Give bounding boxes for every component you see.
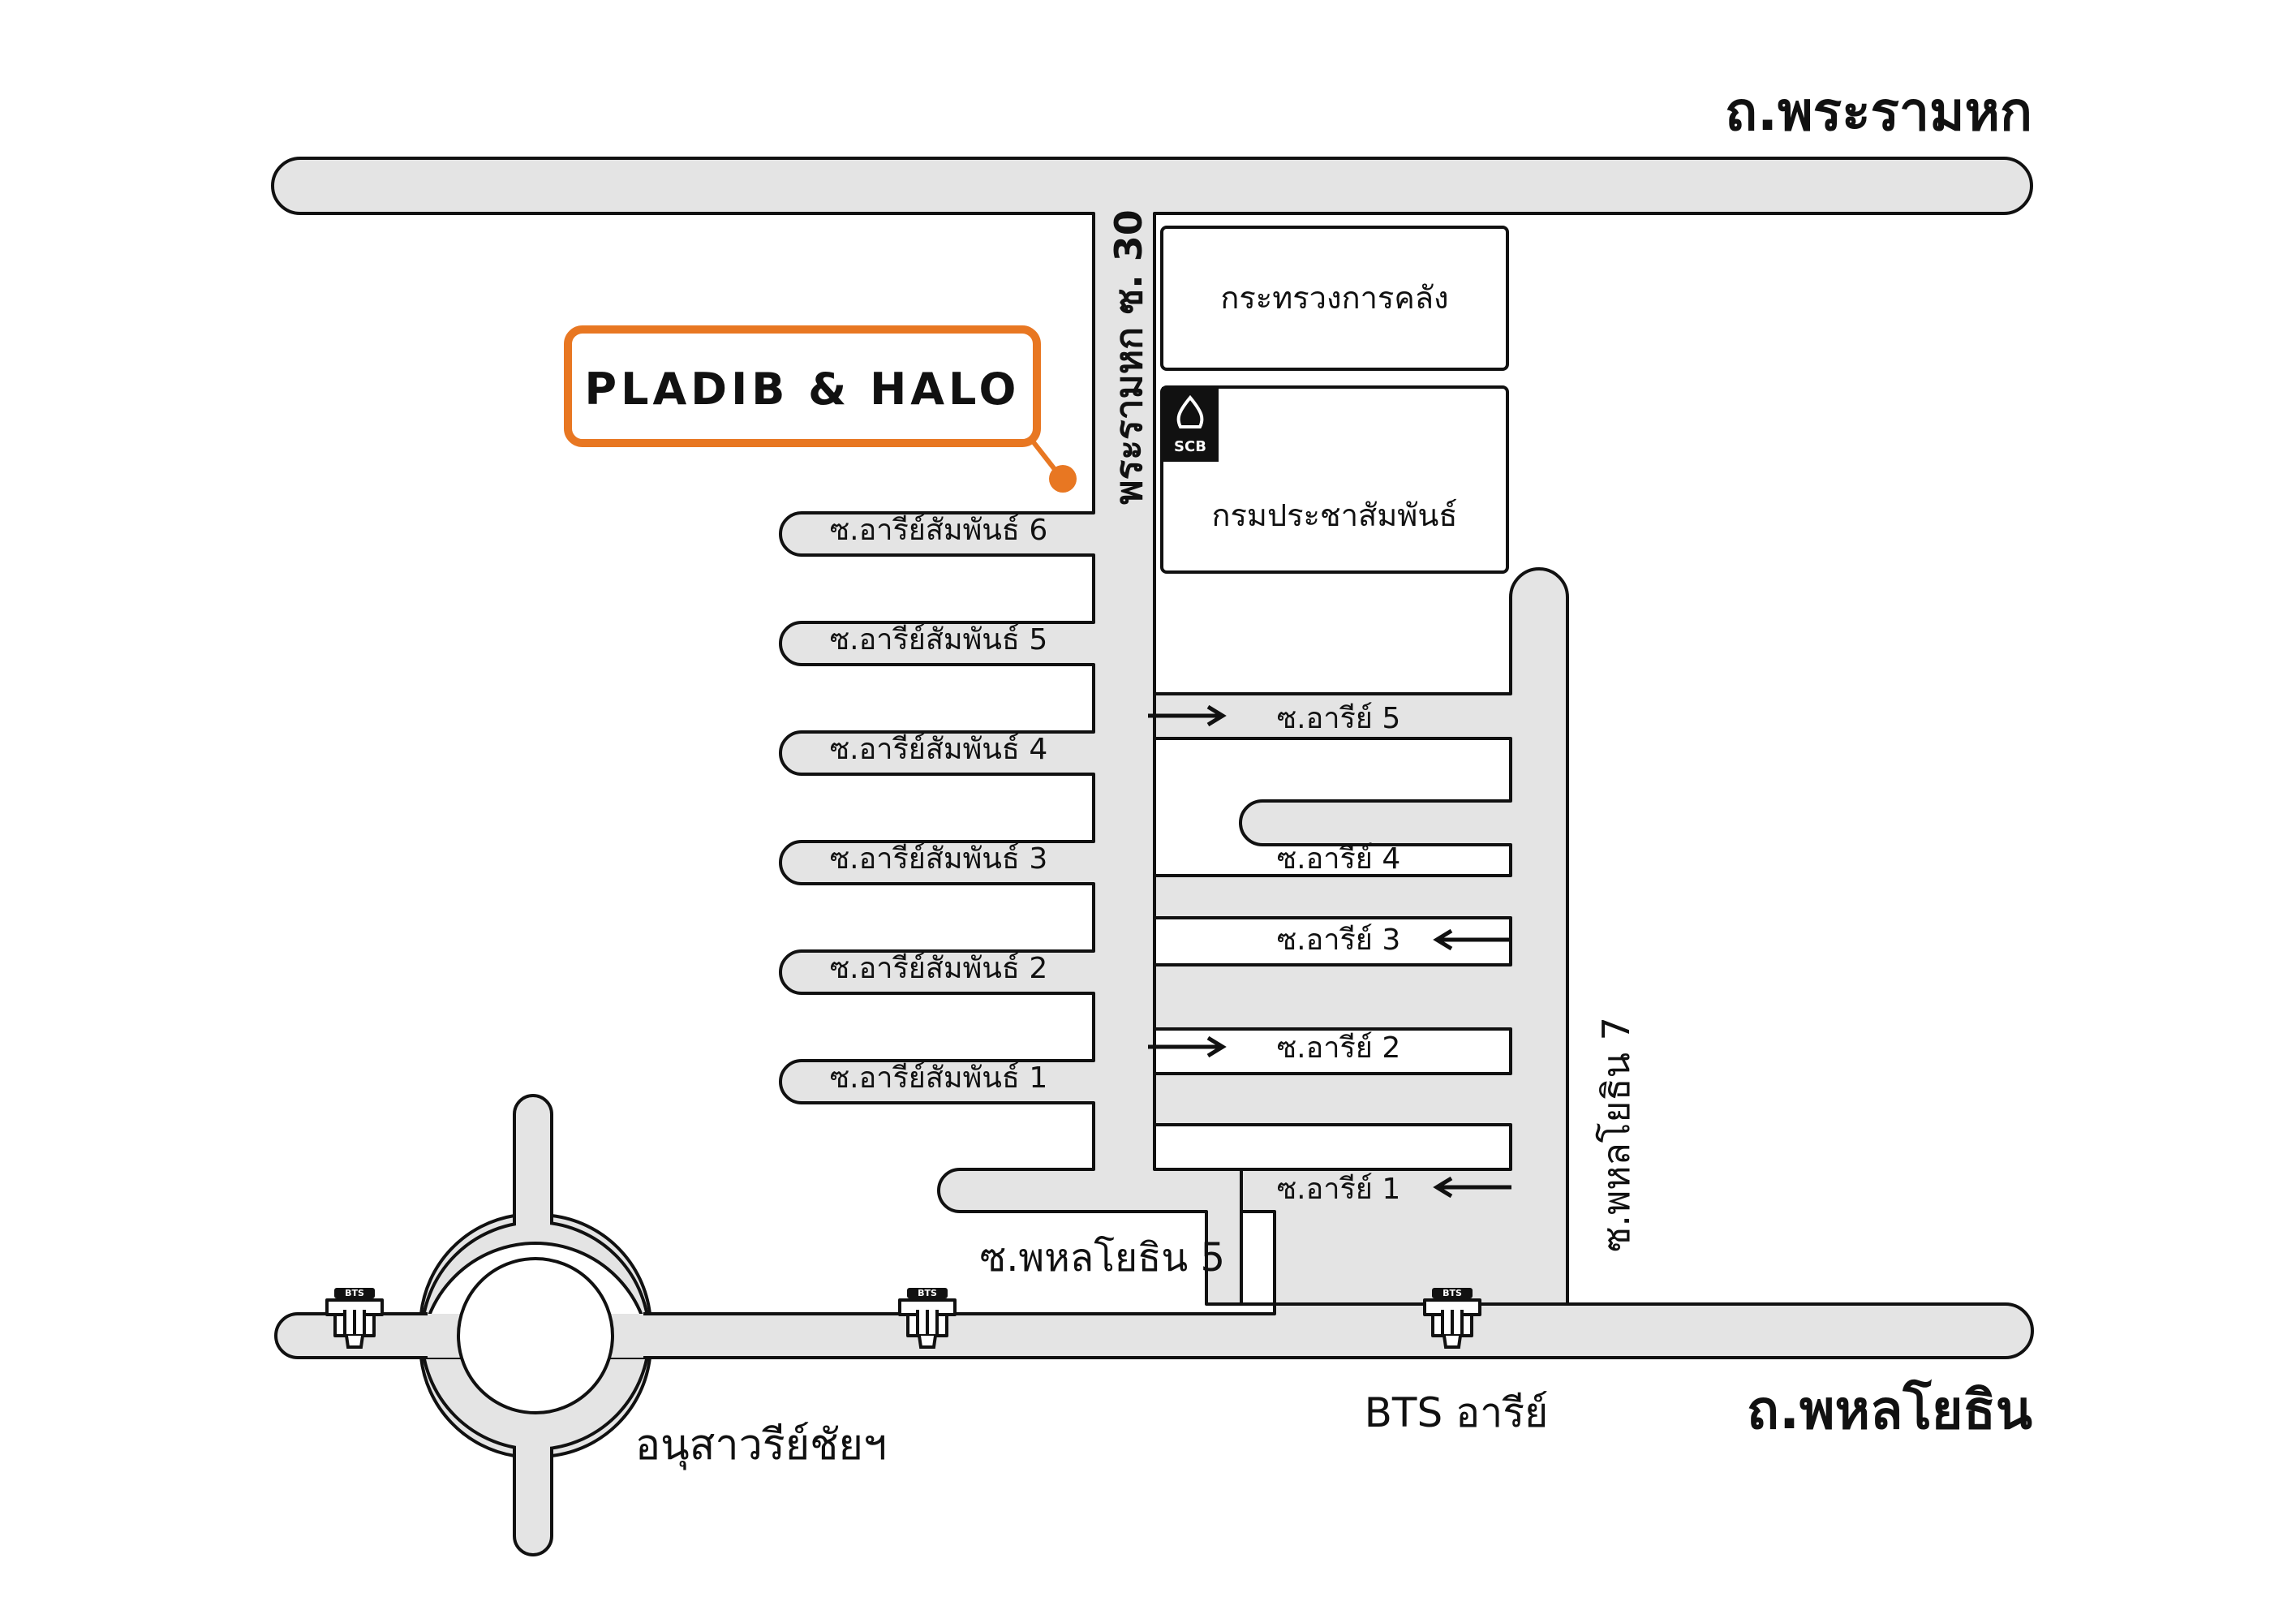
road-label-ari-samphan-5: ซ.อารีย์สัมพันธ์ 5	[830, 623, 1048, 657]
road-label-phraram-hok: ถ.พระรามหก	[1725, 80, 2032, 143]
road-label-ari-4: ซ.อารีย์ 4	[1277, 842, 1401, 876]
ministry-of-finance-building	[1160, 226, 1509, 371]
roundabout-island	[457, 1257, 614, 1414]
label-bts-ari: BTS อารีย์	[1365, 1389, 1549, 1436]
label-ministry-of-finance: กระทรวงการคลัง	[1220, 280, 1448, 316]
road-label-ari-3: ซ.อารีย์ 3	[1277, 923, 1401, 957]
road-label-phraram-hok-soi-30: พระรามหก ซ. 30	[1107, 209, 1150, 505]
road-label-ari-1: ซ.อารีย์ 1	[1277, 1173, 1401, 1206]
label-victory-monument: อนุสาวรีย์ชัยฯ	[635, 1421, 887, 1470]
road-label-ari-samphan-4: ซ.อารีย์สัมพันธ์ 4	[830, 733, 1048, 766]
scb-logo-text: SCB	[1174, 438, 1206, 455]
map-labels: ถ.พระรามหก ถ.พหลโยธิน พระรามหก ซ. 30 ซ.พ…	[635, 80, 2032, 1470]
one-way-arrow-icon	[1437, 931, 1511, 949]
scb-bank-icon: SCB	[1162, 387, 1219, 462]
road-label-ari-2: ซ.อารีย์ 2	[1277, 1031, 1401, 1065]
one-way-arrow-icon	[1148, 1038, 1223, 1056]
label-public-relations-dept: กรมประชาสัมพันธ์	[1212, 497, 1458, 533]
destination-name: PLADIB & HALO	[585, 364, 1021, 415]
destination-callout	[564, 325, 1041, 447]
road-label-phahon-yothin-soi-7: ซ.พหลโยธิน 7	[1594, 1017, 1638, 1252]
destination-marker: PLADIB & HALO	[564, 325, 1077, 493]
destination-pin	[1049, 465, 1077, 493]
road-label-ari-samphan-6: ซ.อารีย์สัมพันธ์ 6	[830, 514, 1048, 547]
public-relations-building	[1160, 385, 1509, 574]
road-network	[271, 157, 2034, 1556]
buildings: SCB	[1160, 226, 1509, 574]
road-label-ari-samphan-3: ซ.อารีย์สัมพันธ์ 3	[830, 842, 1048, 876]
road-phraram-hok-and-soi-30	[271, 157, 2033, 1306]
road-label-phahon-yothin: ถ.พหลโยธิน	[1747, 1378, 2032, 1441]
road-label-phahon-yothin-soi-5: ซ.พหลโยธิน 5	[980, 1235, 1225, 1281]
road-label-ari-samphan-2: ซ.อารีย์สัมพันธ์ 2	[830, 952, 1048, 985]
road-label-ari-5: ซ.อารีย์ 5	[1277, 702, 1401, 735]
road-label-ari-samphan-1: ซ.อารีย์สัมพันธ์ 1	[830, 1061, 1048, 1095]
